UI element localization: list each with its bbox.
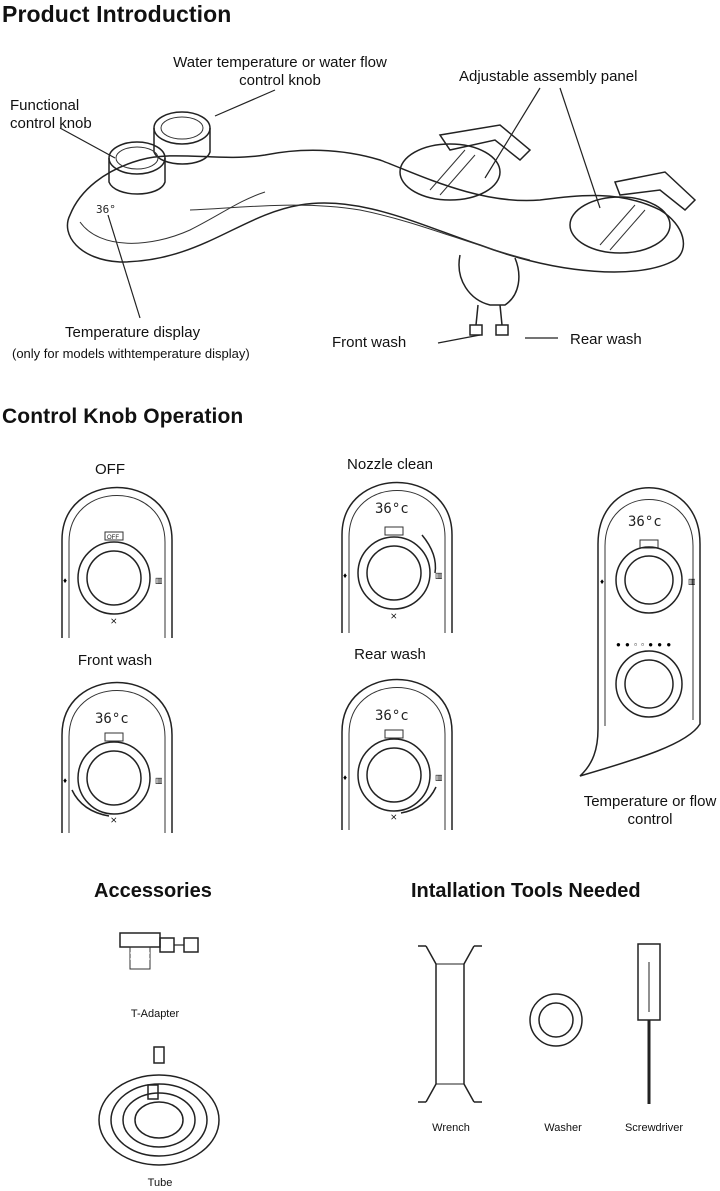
washer-label: Washer — [544, 1122, 582, 1134]
svg-text:♦: ♦ — [63, 776, 67, 785]
washer-icon — [529, 993, 583, 1047]
tube-icon — [98, 1046, 220, 1166]
panel-off-label: OFF — [95, 461, 125, 478]
screwdriver-icon — [637, 943, 661, 1104]
svg-text:● ● ▫ ▫ ● ● ●: ● ● ▫ ▫ ● ● ● — [616, 640, 672, 649]
water-knob-label: Water temperature or water flow control … — [173, 54, 387, 89]
accessories-title: Accessories — [94, 880, 212, 902]
panel-rear-label: Rear wash — [354, 646, 426, 663]
temp-display-label: Temperature display — [65, 324, 201, 341]
svg-text:▥: ▥ — [155, 576, 163, 585]
bidet-device-illustration: 36° — [59, 87, 697, 344]
svg-text:♦: ♦ — [63, 576, 67, 585]
svg-text:⨯: ⨯ — [390, 812, 398, 822]
t-adapter-icon — [119, 932, 199, 970]
panel-front-label: Front wash — [77, 652, 153, 669]
wrench-label: Wrench — [432, 1122, 470, 1134]
product-intro-title: Product Introduction — [2, 1, 232, 27]
knob-panel-rear: 36°c ♦ ▥ ⨯ — [341, 678, 453, 830]
tube-label: Tube — [147, 1177, 173, 1189]
svg-text:▥: ▥ — [435, 571, 443, 580]
svg-text:OFF: OFF — [107, 535, 119, 541]
big-panel-display: 36°c — [628, 514, 662, 530]
wrench-icon — [418, 945, 482, 1103]
svg-text:▥: ▥ — [155, 776, 163, 785]
t-adapter-label: T-Adapter — [130, 1008, 180, 1020]
tools-title: Intallation Tools Needed — [411, 880, 641, 902]
svg-text:▥: ▥ — [435, 773, 443, 782]
svg-text:▥: ▥ — [688, 577, 696, 586]
svg-text:♦: ♦ — [600, 577, 604, 586]
panel-nozzle-label: Nozzle clean — [347, 456, 433, 473]
svg-text:⨯: ⨯ — [390, 611, 398, 621]
knob-panel-temperature: 36°c ♦ ▥ ● ● ▫ ▫ ● ● ● — [579, 487, 701, 777]
temp-display-note: (only for models withtemperature display… — [12, 346, 250, 361]
nozzle-display: 36°c — [375, 501, 409, 517]
knob-panel-off: OFF ♦ ▥ ⨯ — [61, 486, 173, 638]
svg-text:⨯: ⨯ — [110, 815, 118, 825]
intro-display-text: 36° — [96, 203, 116, 216]
front-display: 36°c — [95, 711, 129, 727]
svg-text:⨯: ⨯ — [110, 616, 118, 626]
assembly-panel-label: Adjustable assembly panel — [459, 68, 638, 85]
rear-display: 36°c — [375, 708, 409, 724]
knob-panel-front: 36°c ♦ ▥ ⨯ — [61, 681, 173, 833]
svg-text:♦: ♦ — [343, 571, 347, 580]
front-wash-label: Front wash — [332, 334, 407, 351]
big-panel-caption: Temperature or flow control — [583, 793, 717, 828]
knob-panel-nozzle: 36°c ♦ ▥ ⨯ — [341, 481, 453, 633]
rear-wash-label: Rear wash — [570, 331, 642, 348]
svg-text:♦: ♦ — [343, 773, 347, 782]
screwdriver-label: Screwdriver — [624, 1122, 684, 1134]
functional-knob-label: Functional control knob — [10, 97, 92, 132]
knob-operation-title: Control Knob Operation — [2, 405, 244, 428]
